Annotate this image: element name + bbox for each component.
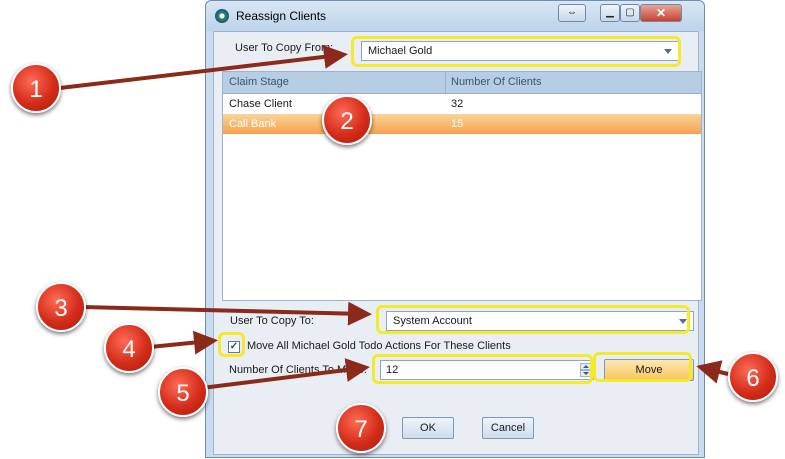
- callout-5: 5: [158, 367, 208, 417]
- resize-button[interactable]: ⇔: [558, 4, 586, 22]
- move-todo-label[interactable]: Move All Michael Gold Todo Actions For T…: [247, 340, 511, 352]
- column-header-claim-stage[interactable]: Claim Stage: [229, 76, 289, 88]
- callout-6: 6: [728, 352, 778, 402]
- cell-number-of-clients: 32: [451, 98, 464, 110]
- copy-from-label: User To Copy From:: [235, 42, 334, 54]
- highlight-move-button: [593, 352, 692, 382]
- title-bar[interactable]: Reassign Clients ⇔ ▁ ▢ ✕: [206, 1, 704, 31]
- highlight-copy-to: [376, 305, 690, 334]
- move-todo-checkbox[interactable]: ✓: [228, 341, 240, 353]
- claim-stage-grid[interactable]: Claim Stage Number Of Clients Chase Clie…: [222, 71, 702, 301]
- highlight-checkbox: [218, 332, 245, 357]
- highlight-copy-from: [351, 36, 681, 67]
- callout-1: 1: [11, 63, 61, 113]
- window-title: Reassign Clients: [236, 9, 327, 23]
- reassign-clients-dialog: Reassign Clients ⇔ ▁ ▢ ✕ User To Copy Fr…: [205, 0, 705, 458]
- dialog-body: User To Copy From: Michael Gold Claim St…: [213, 31, 702, 455]
- minimize-button[interactable]: ▁: [600, 4, 620, 22]
- copy-from-dropdown[interactable]: Michael Gold: [361, 41, 679, 61]
- grid-header: Claim Stage Number Of Clients: [223, 72, 701, 94]
- callout-3: 3: [36, 282, 86, 332]
- column-divider[interactable]: [445, 72, 446, 93]
- app-logo-icon: [215, 9, 229, 23]
- callout-7: 7: [336, 403, 386, 453]
- column-header-number-of-clients[interactable]: Number Of Clients: [451, 76, 542, 88]
- copy-to-value: System Account: [393, 315, 472, 327]
- chevron-down-icon[interactable]: [679, 319, 687, 324]
- highlight-clients-to-move: [372, 354, 593, 384]
- maximize-button[interactable]: ▢: [620, 4, 640, 22]
- clients-to-move-value[interactable]: 12: [386, 364, 399, 376]
- cell-number-of-clients: 15: [451, 118, 464, 130]
- arrow-5: [201, 358, 370, 390]
- cell-claim-stage: Call Bank: [229, 118, 277, 130]
- arrow-3: [81, 301, 372, 326]
- arrow-6: [696, 360, 729, 384]
- cell-claim-stage: Chase Client: [229, 98, 292, 110]
- copy-from-value: Michael Gold: [368, 45, 433, 57]
- callout-4: 4: [104, 323, 154, 373]
- copy-to-dropdown[interactable]: System Account: [386, 311, 694, 331]
- callout-2: 2: [322, 95, 372, 145]
- arrow-1: [59, 44, 348, 90]
- arrow-4: [149, 330, 218, 355]
- ok-button[interactable]: OK: [402, 417, 454, 439]
- close-button[interactable]: ✕: [640, 4, 682, 22]
- chevron-down-icon[interactable]: [664, 49, 672, 54]
- cancel-button[interactable]: Cancel: [482, 417, 534, 439]
- copy-to-label: User To Copy To:: [230, 315, 314, 327]
